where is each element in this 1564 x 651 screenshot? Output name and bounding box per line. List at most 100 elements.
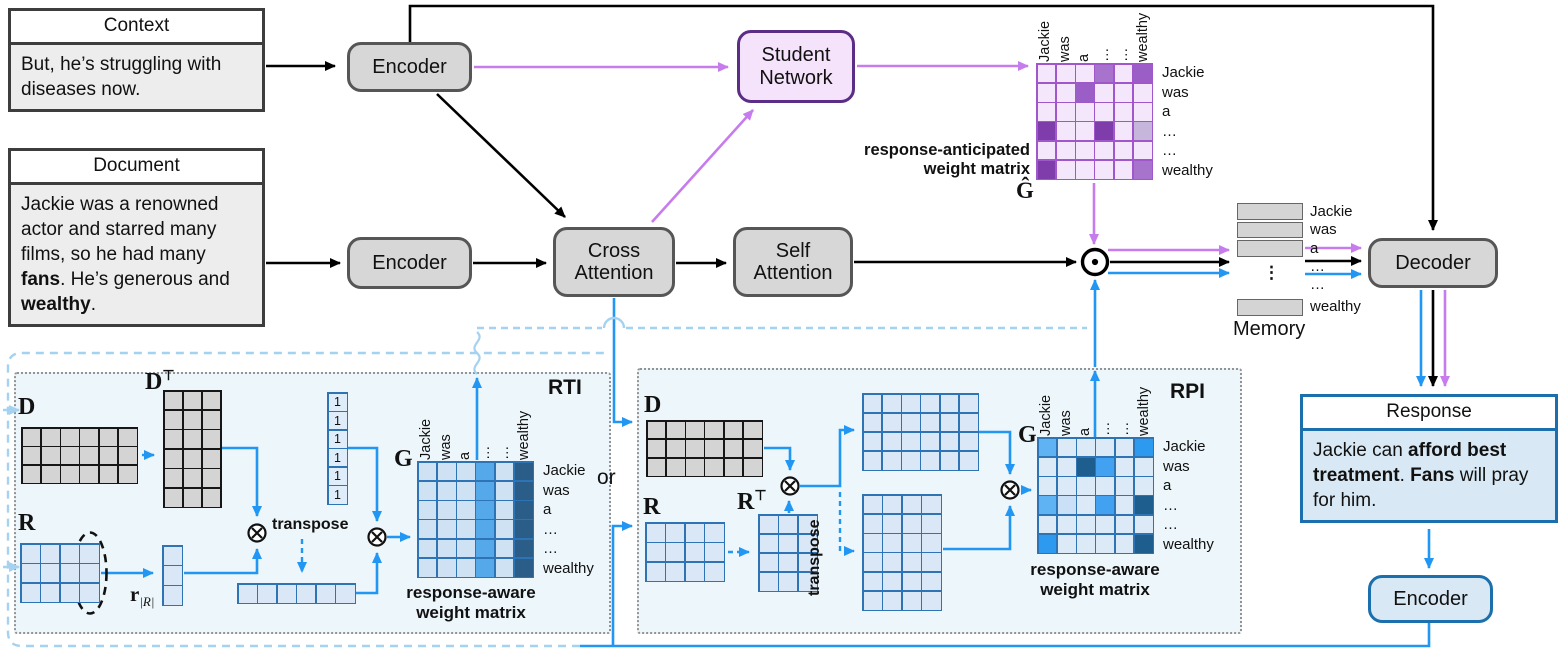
node-label: Encoder: [1393, 587, 1468, 610]
memory-row: [1237, 299, 1303, 316]
matrix-cell: [902, 553, 921, 571]
matrix-cell: [41, 564, 60, 582]
matrix-cell: [1133, 103, 1152, 121]
matrix-cell: 1: [328, 412, 347, 430]
r-label: R: [18, 510, 36, 536]
row-label: a: [1163, 477, 1172, 494]
matrix-cell: [1133, 83, 1152, 102]
matrix-cell: [883, 514, 902, 533]
response-text: Jackie can afford best treatment. Fans w…: [1303, 431, 1555, 520]
matrix-cell: [476, 539, 494, 558]
matrix-cell: [882, 394, 901, 413]
matrix-cell: [41, 583, 60, 602]
matrix-cell: [1077, 457, 1095, 476]
matrix-cell: [1038, 457, 1057, 476]
matrix-cell: [686, 421, 704, 439]
matrix-cell: [80, 544, 99, 563]
d-matrix-rpi: [646, 420, 763, 477]
col-label: wealthy: [1134, 12, 1151, 62]
col-label: …: [1095, 47, 1112, 63]
purple-arrows: [474, 61, 1450, 387]
matrix-cell: [1057, 457, 1076, 476]
col-label: was: [437, 434, 454, 460]
r-label-rpi: R: [643, 494, 661, 520]
matrix-cell: [22, 428, 41, 446]
matrix-cell: [922, 572, 941, 591]
matrix-cell: [99, 428, 118, 446]
matrix-cell: [1076, 122, 1094, 140]
matrix-cell: [164, 410, 183, 429]
transpose-sup: ⊤: [162, 369, 175, 384]
matrix-cell: [863, 413, 882, 432]
row-label: was: [543, 481, 570, 499]
matrix-cell: [457, 462, 475, 481]
ghat-matrix: [1036, 63, 1153, 180]
memory-token-label: Jackie: [1310, 203, 1353, 220]
matrix-cell: [922, 553, 941, 571]
matrix-cell: [202, 488, 221, 507]
matrix-cell: [1134, 515, 1153, 534]
matrix-cell: [882, 432, 901, 451]
matrix-cell: [1096, 477, 1114, 495]
matrix-cell: [902, 572, 921, 591]
col-label: …: [1116, 421, 1132, 437]
matrix-cell: [202, 391, 221, 410]
matrix-cell: [80, 564, 99, 582]
matrix-cell: [882, 413, 901, 432]
matrix-cell: [1115, 534, 1134, 553]
response-box: Response Jackie can afford best treatmen…: [1300, 394, 1558, 524]
matrix-cell: [1134, 438, 1153, 457]
matrix-cell: [743, 421, 762, 439]
matrix-cell: [418, 481, 437, 500]
matrix-cell: [959, 432, 978, 451]
row-label: …: [543, 540, 558, 557]
matrix-cell: [437, 558, 456, 577]
matrix-cell: [1076, 141, 1094, 160]
matrix-cell: [1114, 83, 1133, 102]
matrix-cell: [1114, 122, 1133, 140]
matrix-cell: [686, 458, 704, 476]
matrix-cell: [1115, 515, 1134, 534]
matrix-cell: [80, 465, 98, 483]
matrix-cell: [514, 481, 533, 500]
response-bold-treatment: afford best treatment: [1313, 440, 1507, 487]
self-attention-node: Self Attention: [733, 227, 853, 297]
matrix-cell: [902, 495, 921, 514]
matrix-cell: [1057, 534, 1076, 553]
rti-label: RTI: [548, 376, 582, 399]
matrix-cell: [495, 539, 514, 558]
matrix-cell: [902, 591, 921, 610]
matrix-cell: [1115, 457, 1134, 476]
anticipated-caption: response-anticipated weight matrix: [838, 141, 1030, 180]
matrix-cell: [921, 394, 939, 413]
matrix-cell: [798, 534, 817, 553]
matrix-cell: [1095, 141, 1113, 160]
matrix-cell: [1134, 534, 1153, 553]
matrix-cell: [41, 428, 60, 446]
matrix-cell: [514, 501, 533, 519]
matrix-cell: [759, 553, 778, 572]
matrix-cell: [743, 458, 762, 476]
matrix-cell: [99, 447, 118, 464]
matrix-cell: [22, 465, 41, 483]
matrix-cell: [457, 501, 475, 519]
response-text-run: .: [1399, 465, 1411, 487]
matrix-cell: [779, 572, 797, 591]
matrix-cell: [863, 394, 882, 413]
node-label: Student Network: [759, 44, 833, 89]
matrix-cell: [1077, 496, 1095, 514]
memory-row: [1237, 221, 1303, 238]
matrix-cell: [1077, 534, 1095, 553]
col-label: was: [1056, 36, 1073, 62]
matrix-cell: [418, 539, 437, 558]
document-bold-wealthy: wealthy: [21, 294, 91, 316]
col-label: Jackie: [1038, 394, 1054, 436]
g-rpi-matrix: [1037, 437, 1154, 554]
transpose-label-rpi: transpose: [806, 519, 823, 596]
document-text-run: Jackie was a renowned actor and starred …: [21, 194, 219, 266]
matrix-cell: [940, 432, 959, 451]
context-box: Context But, he’s struggling with diseas…: [8, 8, 265, 113]
